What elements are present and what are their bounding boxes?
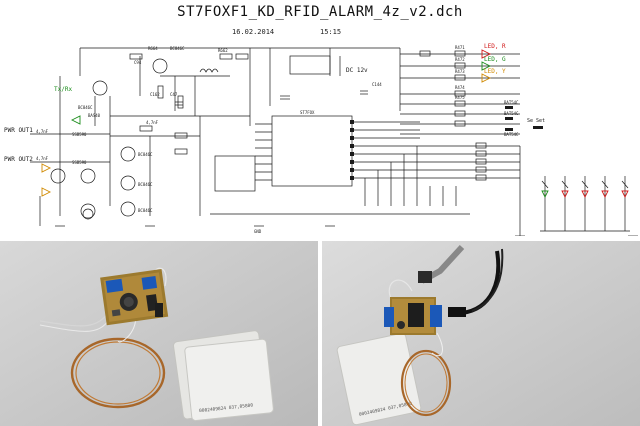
part-bc846c-5: BC846C [138, 208, 153, 213]
rfid-card-stack: 0002409824 037,05800 [172, 330, 274, 422]
circuit-schematic: Tx/Rx PWR OUT1 PWR OUT2 LED, R LED, G LE… [4, 43, 638, 236]
transistor-q2 [120, 146, 136, 162]
photo-right-board-and-card: 0002409824 037,05800 [322, 241, 640, 426]
cap-label-2: 4,7nF [36, 156, 49, 161]
part-mcu: ST7FOX [300, 110, 315, 115]
mcu-chip [271, 115, 353, 187]
part-r473: R473 [455, 69, 465, 74]
dc-12v-label: DC 12v [346, 67, 368, 74]
part-r662: R662 [218, 48, 228, 53]
part-bc846c-1: BC846C [170, 46, 185, 51]
transistor-q8 [152, 58, 168, 74]
part-c47: C47 [170, 92, 178, 97]
cap-label-3: 4,7nF [146, 120, 159, 125]
part-bc846c-4: BC846C [138, 182, 153, 187]
antenna-coil-left [70, 337, 166, 409]
transistor-q3 [120, 175, 136, 191]
pwr-out1-label: PWR OUT1 [4, 127, 33, 134]
schematic-time: 15:15 [320, 28, 342, 36]
photo-left-board-and-cards: 0002409824 037,05800 [0, 241, 318, 426]
ribbon-connector [418, 271, 432, 283]
part-r474: R474 [455, 85, 465, 90]
led-pwr2-icon [41, 187, 52, 197]
setup-label: Se Set [527, 118, 545, 124]
part-r471: R471 [455, 45, 465, 50]
part-bat54c-3: BAT54C [504, 132, 519, 137]
led-green-label: LED, G [484, 56, 506, 63]
card-left-number: 0002409824 037,05800 [199, 403, 254, 415]
part-bat54c-2: BAT54C [504, 111, 519, 116]
led-red-icon [481, 49, 492, 59]
part-bat54c-1: BAT54C [504, 100, 519, 105]
part-r664: R664 [148, 46, 158, 51]
transistor-q1 [92, 80, 108, 96]
transistor-q5 [80, 168, 96, 184]
ic-driver [214, 155, 256, 192]
led-red-label: LED, R [484, 43, 506, 50]
dc-jack-plug [448, 307, 466, 317]
antenna-coil-right [400, 349, 452, 417]
transistor-q6 [80, 203, 96, 219]
part-c94: C94 [134, 60, 142, 65]
part-bc846c-2: BC846C [78, 105, 93, 110]
cap-label-1: 4,7nF [36, 129, 49, 134]
txrx-label: Tx/Rx [54, 86, 72, 93]
led-pwr1-icon [41, 163, 52, 173]
schematic-title: ST7FOXF1_KD_RFID_ALARM_4z_v2.dch [177, 4, 463, 20]
part-gnd: GND [254, 229, 262, 234]
part-r475: R475 [455, 95, 465, 100]
part-ssb590b: SSB590 [72, 160, 87, 165]
led-green-icon [481, 61, 492, 71]
part-r472: R472 [455, 57, 465, 62]
led-yellow-label: LED, Y [484, 68, 506, 75]
pcb-board-right [384, 297, 442, 335]
part-c162: C162 [150, 92, 160, 97]
part-bc846c-3: BC846C [138, 152, 153, 157]
rfid-card-right: 0002409824 037,05800 [336, 332, 422, 426]
part-bas40: BAS40 [88, 113, 101, 118]
schematic-date: 16.02.2014 [232, 28, 275, 36]
part-c144: C144 [372, 82, 382, 87]
part-ssb590: SSB590 [72, 132, 87, 137]
led-txrx-icon [70, 115, 81, 125]
pwr-out2-label: PWR OUT2 [4, 156, 33, 163]
transistor-q4 [120, 201, 136, 217]
led-yellow-icon [481, 73, 492, 83]
transistor-q7 [50, 168, 66, 184]
